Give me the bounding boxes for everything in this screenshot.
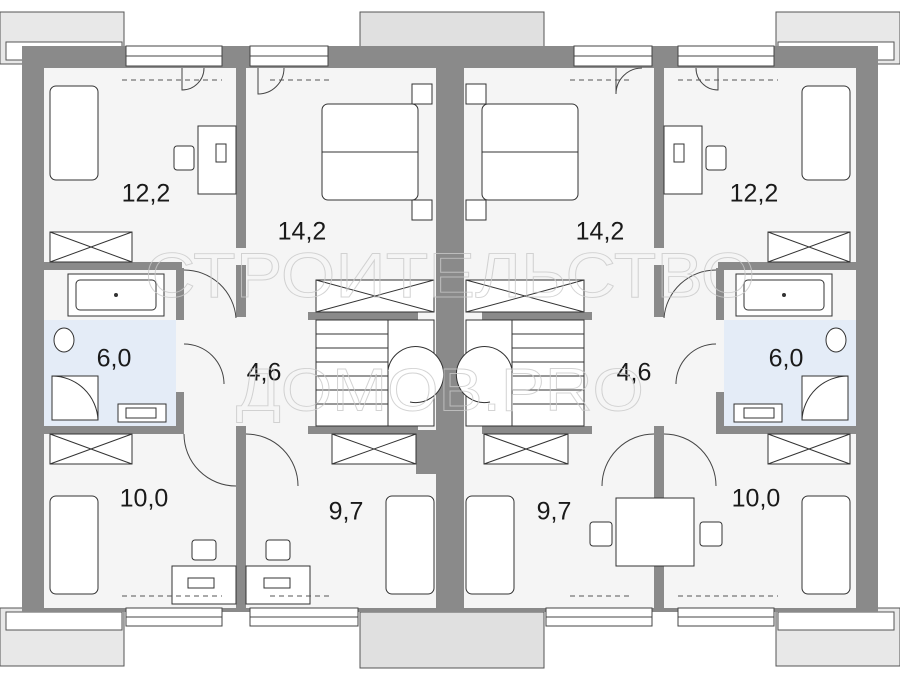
dashed-overhead-lines [122,79,778,597]
room-area-label: 12,2 [730,180,779,208]
windows-bottom [125,607,775,627]
bathtub-right [735,273,833,317]
room-area-label: 12,2 [122,180,171,208]
desks [171,125,727,605]
party-wall-notch [416,430,442,474]
bottom-balconies [0,607,900,669]
interior-walls-left [44,68,418,608]
room-area-label: 6,0 [769,345,804,373]
windows-top [125,45,775,67]
staircase-left [315,319,445,427]
room-area-label: 9,7 [537,498,572,526]
room-area-label: 10,0 [120,485,169,513]
beds [49,83,851,595]
bath-fixtures-right [733,327,849,423]
room-area-label: 10,0 [732,485,781,513]
room-labels: 12,2 14,2 14,2 12,2 6,0 4,6 4,6 6,0 10,0… [97,180,804,526]
room-area-label: 9,7 [329,498,364,526]
room-area-label: 14,2 [576,218,625,246]
room-area-label: 6,0 [97,345,132,373]
watermark-line-2: ДОМОВ.PRO [236,357,644,424]
watermark: СТРОИТЕЛЬСТВО ДОМОВ.PRO [144,241,755,424]
bathtub-left [67,273,165,317]
watermark-line-1: СТРОИТЕЛЬСТВО [145,241,755,311]
room-area-label: 4,6 [617,359,652,387]
room-area-label: 4,6 [247,359,282,387]
bath-fixtures-left [51,327,167,423]
staircase-right [455,319,585,427]
wardrobes [49,231,851,465]
door-swings [181,67,719,487]
party-wall [436,46,464,612]
room-area-label: 14,2 [278,218,327,246]
